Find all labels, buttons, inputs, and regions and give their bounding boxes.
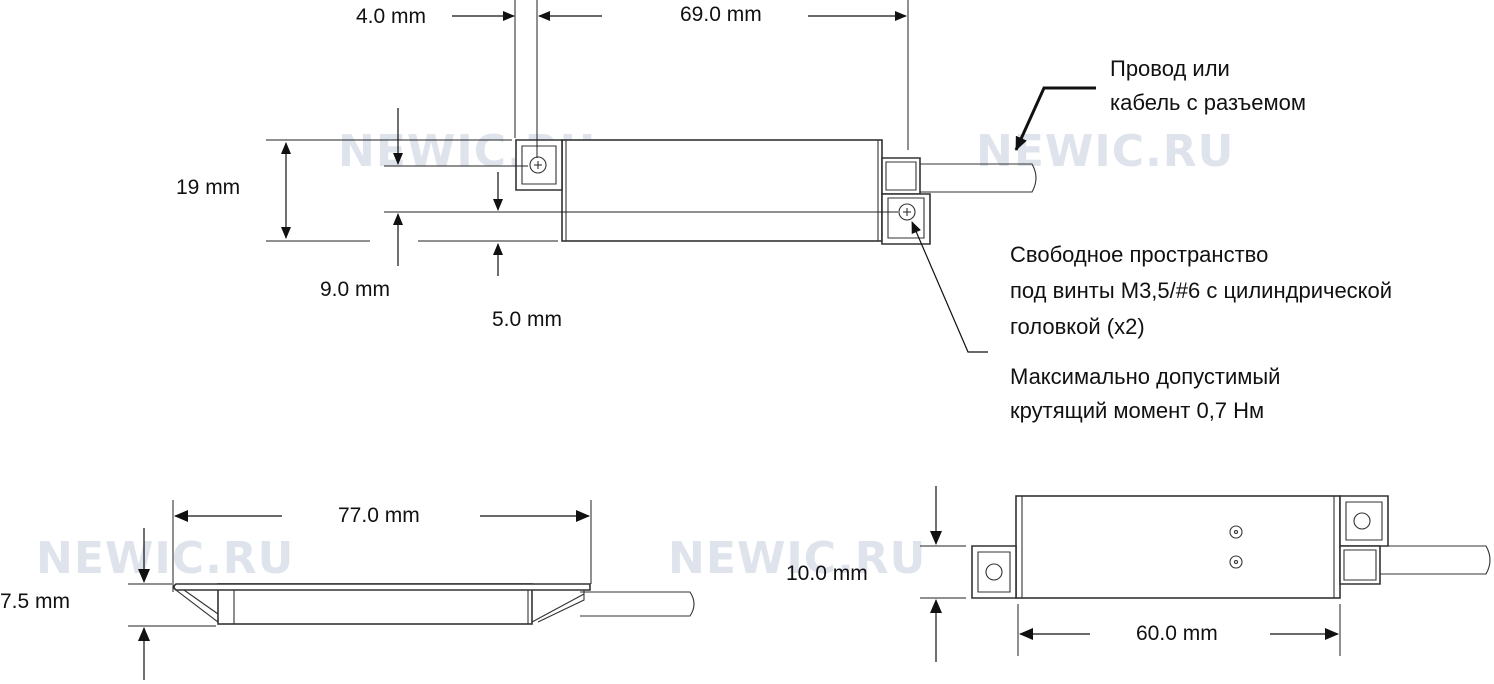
screw-hole [529,156,547,174]
torque-note-line: Максимально допустимый [1010,364,1280,389]
cable-note-line: кабель с разъемом [1110,90,1306,115]
cable-note-line: Провод или [1110,56,1230,81]
left-mounting-tab [971,545,1017,599]
cable [920,163,1037,193]
cable-clamp [881,157,921,195]
right-mounting-tab [881,193,931,245]
device-body [561,139,883,242]
watermark: NEWIC.RU [668,533,926,584]
dim-4-mm-label: 4.0 mm [356,5,426,28]
screw-hole [985,563,1003,581]
dim-9-mm-label: 9.0 mm [320,278,390,301]
right-mounting-tab [1339,495,1389,547]
screw-hole [1353,512,1371,530]
dim-19-mm-label: 19 mm [176,176,240,199]
cable-leader [1014,86,1096,151]
indicator-dot [1229,525,1243,539]
dim-7-5-mm-label: 7.5 mm [0,590,70,613]
dim-10-mm-label: 10.0 mm [786,562,868,585]
screw-leader [911,221,988,353]
dim-5-mm-label: 5.0 mm [492,308,562,331]
top-view: 4.0 mm 69.0 mm 19 mm 9.0 mm 5.0 mm [176,0,1037,331]
watermark: NEWIC.RU [976,126,1234,177]
cable-clamp [1339,545,1381,585]
torque-note-line: крутящий момент 0,7 Нм [1010,398,1264,423]
dim-69-mm-label: 69.0 mm [680,3,762,26]
device-body [1015,495,1341,599]
cable [1380,545,1491,575]
dim-60-mm-label: 60.0 mm [1136,622,1218,645]
screw-note-line: головкой (x2) [1010,314,1145,339]
watermark: NEWIC.RU [36,533,294,584]
indicator-dot [1229,555,1243,569]
cable [580,591,695,617]
bottom-view: 10.0 mm 60.0 mm [786,486,1491,662]
screw-note-line: Свободное пространство [1010,242,1268,267]
flange [173,583,591,591]
dim-77-mm-label: 77.0 mm [338,504,420,527]
screw-note-line: под винты М3,5/#6 с цилиндрической [1010,278,1392,303]
screw-hole [898,203,916,221]
side-view: 77.0 mm 7.5 mm [0,500,695,680]
